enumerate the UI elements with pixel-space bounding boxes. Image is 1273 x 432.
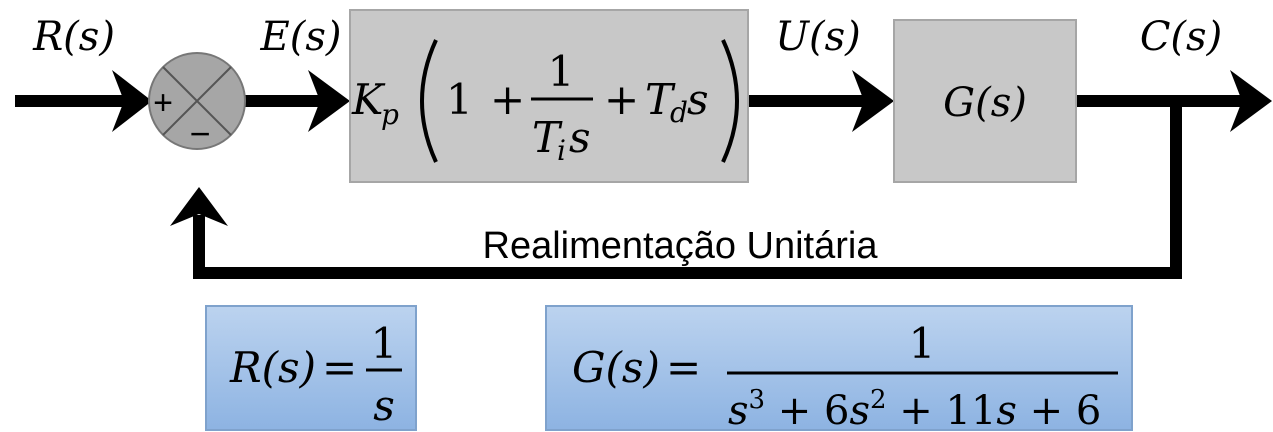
summing-junction: + − bbox=[148, 52, 246, 154]
g-eq-denominator: s3 + 6s2 + 11s + 6 bbox=[728, 385, 1101, 432]
junction-plus-sign: + bbox=[153, 84, 173, 122]
derivative-s: s bbox=[687, 75, 709, 124]
reference-signal-label: R(s) bbox=[32, 14, 115, 60]
controller-one: 1 bbox=[446, 75, 473, 124]
derivative-subscript: d bbox=[670, 96, 688, 129]
integral-denominator-subscript: i bbox=[557, 134, 566, 167]
output-signal-label: C(s) bbox=[1140, 14, 1222, 60]
controller-block: K p 1 + 1 T i s + T d s bbox=[349, 9, 749, 183]
integral-denominator-s: s bbox=[569, 113, 591, 162]
feedback-path bbox=[193, 101, 1182, 279]
junction-minus-sign: − bbox=[189, 113, 210, 154]
controller-plus-1: + bbox=[490, 75, 525, 124]
r-eq-denominator: s bbox=[373, 381, 395, 430]
r-eq-lhs: R(s) bbox=[229, 343, 316, 392]
r-eq-equals: = bbox=[322, 343, 357, 392]
error-signal-label: E(s) bbox=[260, 14, 342, 60]
g-eq-numerator: 1 bbox=[909, 319, 936, 368]
error-arrowhead bbox=[308, 70, 350, 132]
control-arrowhead bbox=[852, 70, 894, 132]
reference-equation-box: R(s) = 1 s bbox=[205, 305, 417, 431]
plant-label: G(s) bbox=[943, 80, 1027, 126]
feedback-arrowhead bbox=[170, 187, 228, 226]
right-parenthesis bbox=[721, 39, 739, 163]
output-arrowhead bbox=[1230, 70, 1272, 132]
g-eq-lhs: G(s) bbox=[572, 343, 660, 392]
feedback-label: Realimentação Unitária bbox=[483, 225, 879, 267]
controller-kp-subscript: p bbox=[381, 98, 399, 131]
derivative-t: T bbox=[645, 75, 676, 124]
integral-numerator: 1 bbox=[548, 47, 575, 96]
g-eq-equals: = bbox=[666, 343, 701, 392]
left-parenthesis bbox=[420, 39, 438, 163]
r-eq-numerator: 1 bbox=[371, 319, 398, 368]
plant-block: G(s) bbox=[893, 19, 1077, 183]
input-arrowhead bbox=[112, 70, 152, 132]
integral-denominator-t: T bbox=[532, 113, 563, 162]
controller-kp: K bbox=[351, 75, 386, 124]
control-signal-label: U(s) bbox=[775, 14, 860, 60]
controller-plus-2: + bbox=[604, 75, 639, 124]
plant-equation-box: G(s) = 1 s3 + 6s2 + 11s + 6 bbox=[545, 305, 1133, 432]
